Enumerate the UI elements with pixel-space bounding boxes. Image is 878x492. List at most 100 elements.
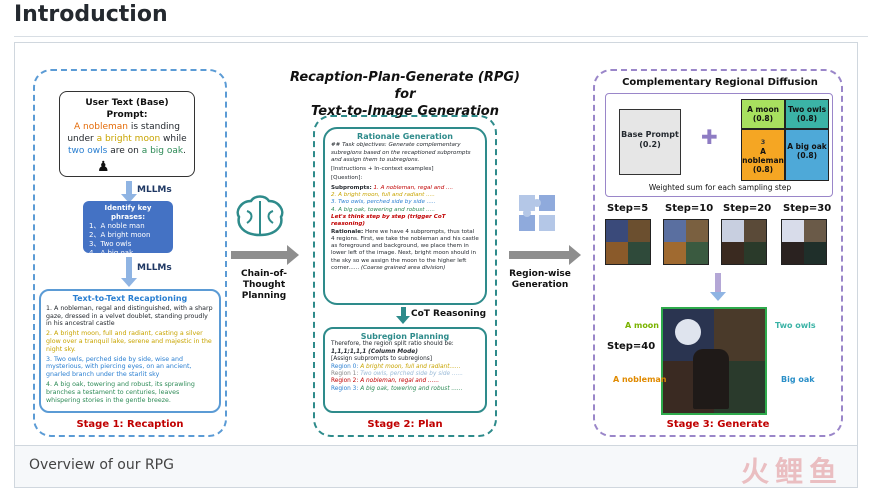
stage3-label: Stage 3: Generate <box>666 419 770 430</box>
assign-label: [Assign subprompts to subregions] <box>331 356 433 363</box>
figure-container: Recaption-Plan-Generate (RPG) for Text-t… <box>14 42 858 488</box>
brain-icon <box>236 195 284 237</box>
arrow-down-2 <box>121 257 137 287</box>
cot-label-line-2: Planning <box>241 291 287 301</box>
question-label: [Question]: <box>331 175 363 182</box>
crd-title: Complementary Regional Diffusion <box>622 77 818 88</box>
cot-planning-label: Chain-of-Thought Planning <box>221 269 307 302</box>
final-image <box>661 307 767 415</box>
puzzle-icon <box>519 195 555 231</box>
region-label: Region 2: <box>331 378 359 385</box>
user-prompt-text: A nobleman is standing under a bright mo… <box>64 121 190 157</box>
region-weight: (0.8) <box>796 151 818 160</box>
arrow-to-stage3 <box>509 245 581 265</box>
prompt-part-moon: a bright moon <box>96 134 161 144</box>
region-name: A nobleman <box>742 147 784 165</box>
key-phrase: 2、A bright moon <box>89 231 151 239</box>
subprompts-block: Subprompts: 1. A nobleman, regal and ...… <box>331 185 479 214</box>
user-prompt-title: User Text (Base) Prompt: <box>85 98 169 120</box>
recaption-box: Text-to-Text Recaptioning 1. A nobleman,… <box>39 289 221 413</box>
region-text: A big oak, towering and robust ...... <box>360 385 463 392</box>
step-thumbnail <box>781 219 827 265</box>
recaption-item-nobleman: 1. A nobleman, regal and distinguished, … <box>46 304 213 328</box>
prompt-part: while <box>160 134 187 144</box>
split-intro: Therefore, the region split ratio should… <box>331 341 454 348</box>
final-step-label: Step=40 <box>607 341 656 352</box>
figure-title: Recaption-Plan-Generate (RPG) for Text-t… <box>285 69 525 120</box>
subplan-title: Subregion Planning <box>360 332 450 341</box>
arrow-down-final <box>710 273 726 301</box>
in-context-examples: [Instructions + In-context examples] <box>331 166 434 173</box>
heading-divider <box>14 36 868 37</box>
region-label: Region 0: <box>331 363 359 370</box>
mllms-label-2: MLLMs <box>137 263 172 273</box>
watermark-logo: 火鲤鱼 <box>740 455 843 488</box>
region-weight: (0.8) <box>752 165 774 174</box>
rpg-overview-figure: Recaption-Plan-Generate (RPG) for Text-t… <box>15 43 859 445</box>
split-ratio-line: 1,1,1;1,1,1 (Column Mode) <box>331 349 479 356</box>
arrow-down-1 <box>121 181 137 203</box>
regionwise-label: Region-wise Generation <box>499 269 581 291</box>
step-label: Step=20 <box>723 203 772 214</box>
plus-icon: ✚ <box>701 125 718 149</box>
rationale-box: Rationale Generation ## Task objectives:… <box>323 127 487 305</box>
prompt-part: is standing under <box>67 122 180 144</box>
subprompt-moon: 2. A bright moon, full and radiant ..... <box>331 192 435 199</box>
region-text: Two owls, perched side by side ...... <box>360 371 464 378</box>
region-row: Region 2: A nobleman, regal and ...... <box>331 378 479 385</box>
step-label: Step=30 <box>783 203 832 214</box>
region-owls: Two owls (0.8) <box>785 99 829 129</box>
user-prompt-box: User Text (Base) Prompt: A nobleman is s… <box>59 91 195 177</box>
prompt-part-owls: two owls <box>68 146 108 156</box>
prompt-part-oak: a big oak <box>141 146 184 156</box>
base-prompt-label: Base Prompt <box>621 130 679 139</box>
key-phrases-box: Identify key phrases: 1、A noble man 2、A … <box>83 201 173 257</box>
prompt-part: . <box>183 146 186 156</box>
caption-bar: Overview of our RPG 火鲤鱼 <box>15 445 857 488</box>
rationale-note: (Coarse grained area division) <box>360 265 446 272</box>
region-row: Region 3: A big oak, towering and robust… <box>331 386 479 393</box>
final-label-owls: Two owls <box>775 321 816 330</box>
rationale-block: Rationale: Here we have 4 subprompts, th… <box>331 229 479 273</box>
final-label-nobleman: A nobleman <box>613 375 667 384</box>
split-mode: (Column Mode) <box>368 348 418 355</box>
region-label: Region 3: <box>331 385 359 392</box>
rationale-text: Here we have 4 subprompts, thus total 4 … <box>331 228 479 272</box>
stage1-label: Stage 1: Recaption <box>76 419 184 430</box>
final-label-moon: A moon <box>625 321 659 330</box>
region-index: 3 <box>760 138 766 146</box>
figure-title-line-1: Recaption-Plan-Generate (RPG) for <box>289 70 520 102</box>
rationale-title: Rationale Generation <box>357 132 453 141</box>
rationale-label: Rationale: <box>331 228 364 235</box>
person-icon: ♟ <box>97 159 110 175</box>
recaption-item-owls: 3. Two owls, perched side by side, wise … <box>46 355 192 379</box>
subprompts-label: Subprompts: <box>331 184 372 191</box>
arrow-down-cot <box>396 307 410 324</box>
region-text: A nobleman, regal and ...... <box>360 378 440 385</box>
base-prompt-block: Base Prompt (0.2) <box>619 109 681 175</box>
mllms-label-1: MLLMs <box>137 185 172 195</box>
subprompt-nobleman: 1. A nobleman, regal and .... <box>373 184 454 191</box>
step-label: Step=5 <box>607 203 649 214</box>
region-oak: A big oak (0.8) <box>785 129 829 181</box>
region-name: A big oak <box>787 142 827 151</box>
region-weight: (0.8) <box>752 114 774 123</box>
recaption-item-oak: 4. A big oak, towering and robust, its s… <box>46 380 195 404</box>
key-phrase: 4、A big oak <box>89 249 134 257</box>
region-text: A bright moon, full and radiant...... <box>360 363 461 370</box>
arrow-to-stage2 <box>231 245 299 265</box>
region-label: Region 1: <box>331 371 359 378</box>
cot-label-line-1: Chain-of-Thought <box>241 269 287 290</box>
weighted-sum-label: Weighted sum for each sampling step <box>648 183 792 192</box>
base-prompt-weight: (0.2) <box>639 140 661 149</box>
regionwise-label-line-2: Generation <box>511 280 569 290</box>
step-thumbnail <box>721 219 767 265</box>
task-objectives: ## Task objectives: Generate complementa… <box>331 142 471 163</box>
step-thumbnail <box>663 219 709 265</box>
figure-caption: Overview of our RPG <box>29 457 174 473</box>
stage3-panel <box>593 69 843 437</box>
key-phrases-title: Identify key phrases: <box>104 204 152 221</box>
recaption-item-moon: 2. A bright moon, full and radiant, cast… <box>46 330 212 353</box>
step-thumbnail <box>605 219 651 265</box>
key-phrase: 1、A noble man <box>89 222 145 230</box>
